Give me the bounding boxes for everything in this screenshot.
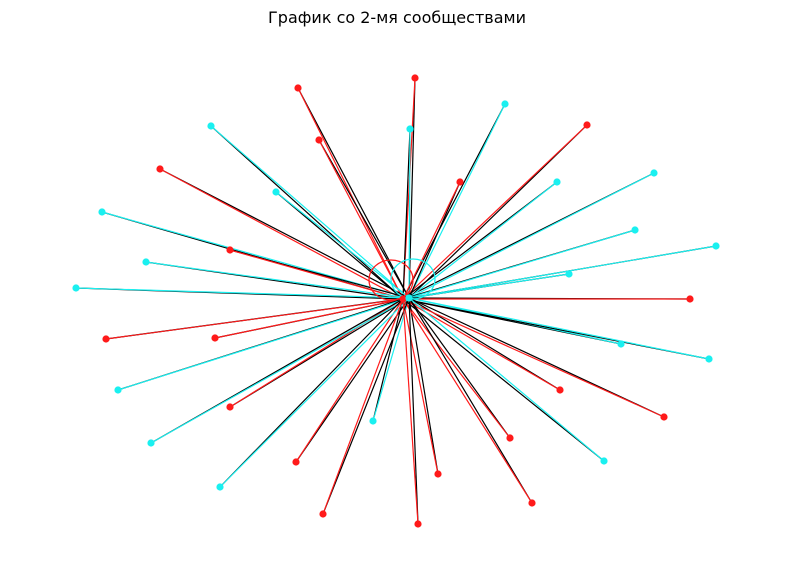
self-loop-cyan <box>390 258 436 300</box>
edge-community <box>295 298 404 463</box>
node-cyan <box>369 417 377 425</box>
self-loops-layer <box>368 258 436 301</box>
hub-node-red <box>399 295 407 303</box>
node-red <box>556 386 564 394</box>
edge-community <box>229 249 404 300</box>
edge-cross <box>408 77 416 299</box>
node-cyan <box>406 125 414 133</box>
node-red <box>211 334 219 342</box>
node-cyan <box>98 208 106 216</box>
edge-community <box>408 297 605 462</box>
node-cyan <box>216 483 224 491</box>
node-cyan <box>272 188 280 196</box>
edge-community <box>402 298 419 525</box>
edge-cross <box>159 168 410 299</box>
edge-cross <box>322 297 410 515</box>
node-cyan <box>705 355 713 363</box>
node-cyan <box>72 284 80 292</box>
edge-cross <box>408 297 533 504</box>
edge-cross <box>408 297 511 439</box>
edge-cross <box>275 191 404 300</box>
node-cyan <box>631 226 639 234</box>
edge-cross <box>408 297 419 525</box>
node-cyan <box>207 122 215 130</box>
edge-cross <box>408 297 439 475</box>
figure-title: График со 2-мя сообществами <box>268 8 526 27</box>
edge-community <box>372 297 410 422</box>
node-cyan <box>142 258 150 266</box>
edge-cross <box>318 139 410 299</box>
edge-community <box>408 297 710 360</box>
node-red <box>319 510 327 518</box>
edge-community <box>402 124 588 300</box>
edge-community <box>408 273 570 299</box>
edge-community <box>214 298 404 339</box>
node-red <box>315 136 323 144</box>
edge-community <box>408 103 506 299</box>
edge-cross <box>402 128 411 300</box>
edge-community <box>408 128 411 299</box>
node-red <box>686 295 694 303</box>
edge-community <box>117 297 410 391</box>
node-cyan <box>501 100 509 108</box>
node-red <box>456 178 464 186</box>
edge-community <box>159 168 404 300</box>
edge-community <box>402 298 533 504</box>
hub-node-cyan <box>405 294 413 302</box>
node-cyan <box>553 178 561 186</box>
edge-cross <box>297 87 410 299</box>
node-red <box>156 165 164 173</box>
node-red <box>528 499 536 507</box>
node-red <box>414 520 422 528</box>
node-cyan <box>617 340 625 348</box>
edge-community <box>219 297 410 488</box>
edge-community <box>150 297 410 444</box>
edge-cross <box>295 297 410 463</box>
edge-community <box>408 245 717 299</box>
node-red <box>411 74 419 82</box>
edge-community <box>275 191 410 299</box>
edge-community <box>408 181 558 299</box>
edge-community <box>75 287 410 299</box>
node-cyan <box>712 242 720 250</box>
edge-cross <box>408 181 461 299</box>
edge-community <box>297 87 404 300</box>
nodes-layer <box>72 74 720 528</box>
node-cyan <box>147 439 155 447</box>
edge-community <box>105 298 404 340</box>
edge-community <box>408 172 655 299</box>
edge-community <box>210 125 410 299</box>
edge-cross <box>402 103 506 300</box>
edge-cross <box>210 125 404 300</box>
node-cyan <box>600 457 608 465</box>
node-cyan <box>650 169 658 177</box>
edges-layer <box>75 77 717 525</box>
node-red <box>292 458 300 466</box>
node-red <box>226 403 234 411</box>
edge-community <box>145 261 410 299</box>
edge-community <box>318 139 404 300</box>
node-red <box>294 84 302 92</box>
node-red <box>660 413 668 421</box>
edge-cross <box>372 298 404 422</box>
node-red <box>434 470 442 478</box>
edge-community <box>402 298 439 475</box>
edge-community <box>408 229 636 299</box>
node-cyan <box>114 386 122 394</box>
node-red <box>583 121 591 129</box>
edge-community <box>322 298 404 515</box>
self-loop-red <box>368 259 414 301</box>
node-red <box>102 335 110 343</box>
edge-cross <box>402 298 605 462</box>
node-cyan <box>565 270 573 278</box>
edge-community <box>402 298 665 418</box>
node-red <box>226 246 234 254</box>
edge-community <box>402 298 511 439</box>
node-red <box>506 434 514 442</box>
